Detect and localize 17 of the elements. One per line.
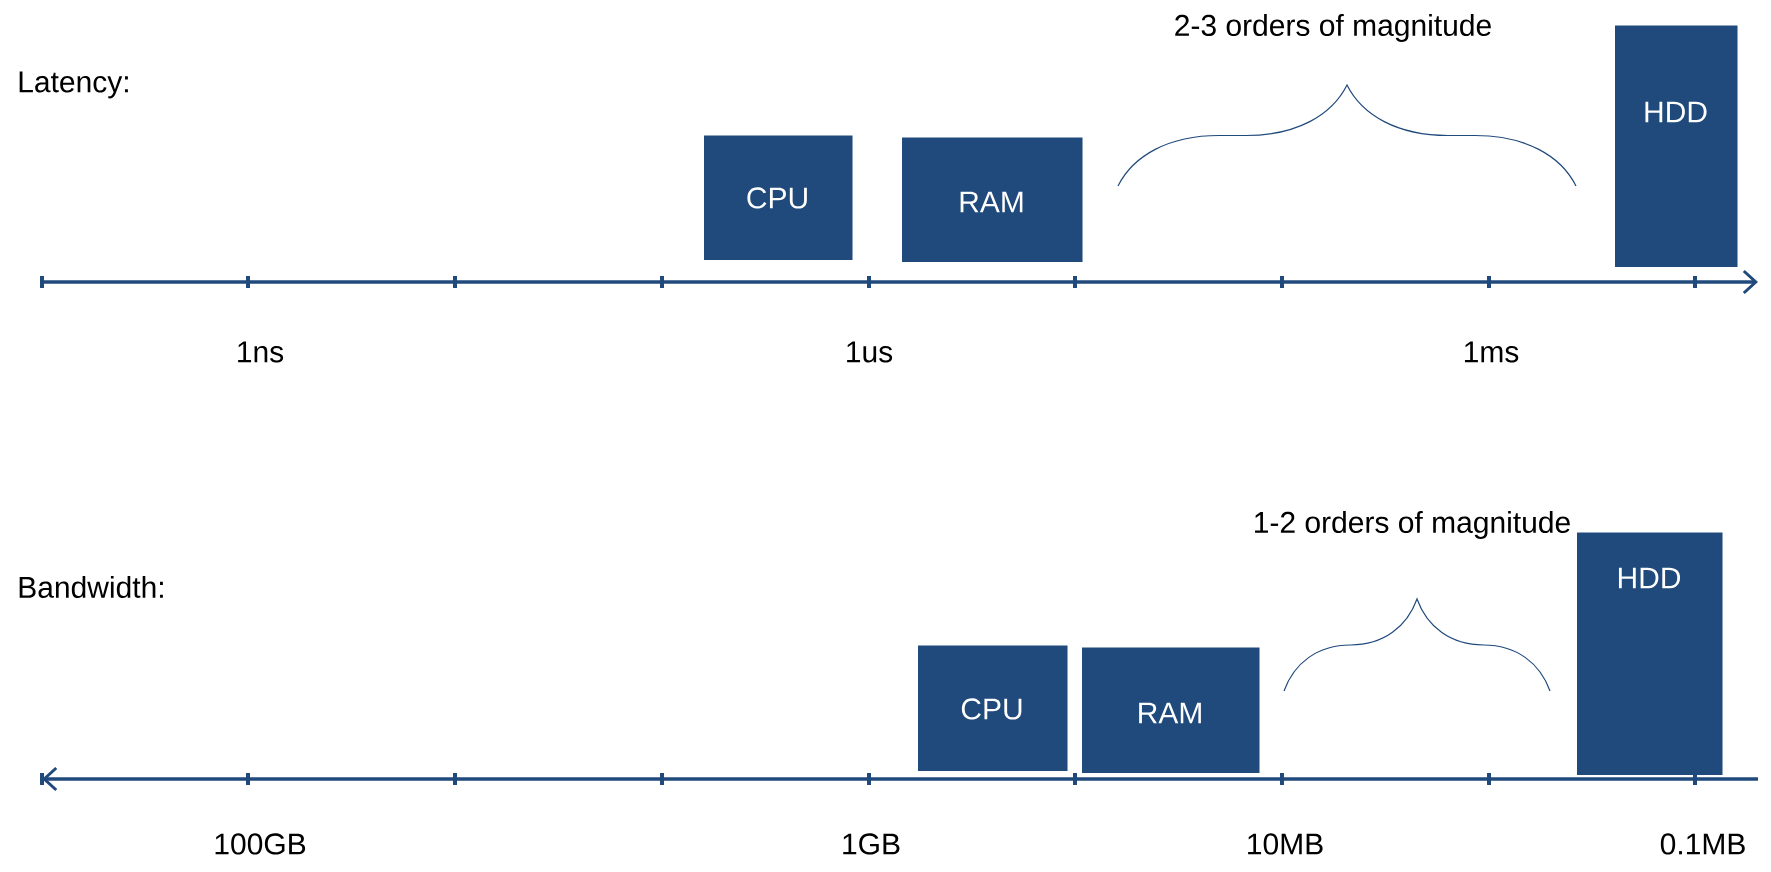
component-box: HDD [1577,532,1723,775]
axis-label: 2-3 orders of magnitude [1175,14,1491,42]
component-box: RAM [902,137,1083,262]
axis-label: 10MB [1248,833,1323,855]
component-box: CPU [704,135,853,260]
axis-label: 1us [847,341,893,363]
axis-label: 100GB [215,833,306,855]
axis-label: Bandwidth: [19,575,163,598]
axis-label: Latency: [19,71,128,99]
component-box: RAM [1082,647,1260,773]
component-box: HDD [1615,25,1738,267]
axis-label: 0.1MB [1660,833,1745,855]
component-box: CPU [918,645,1068,771]
axis-label: 1ms [1464,341,1519,363]
axis-label: 1ns [238,341,284,363]
axis-label: 1GB [843,833,900,855]
axis-label: 1-2 orders of magnitude [1255,511,1570,539]
